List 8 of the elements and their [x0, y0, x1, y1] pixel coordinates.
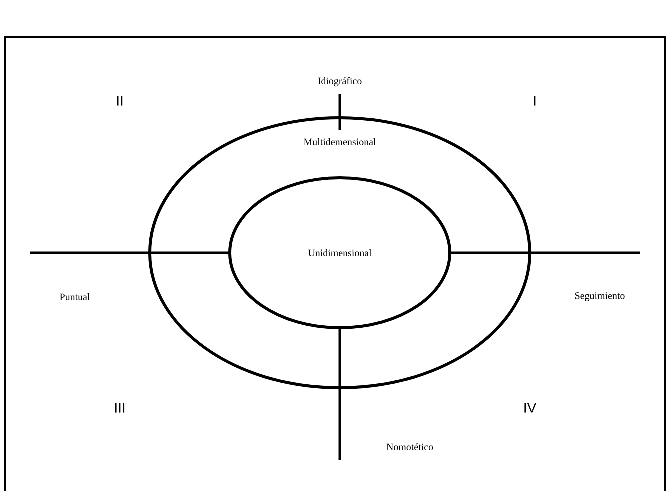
quadrant-numeral: II: [117, 96, 123, 106]
quadrant-numeral: IV: [524, 403, 537, 413]
quadrant-numeral: I: [534, 96, 536, 106]
axis-label: Idiográfico: [318, 77, 362, 87]
axis-label: Nomotético: [386, 443, 434, 450]
axis-label: Seguimiento: [576, 292, 625, 302]
axis-label: Puntual: [60, 293, 90, 300]
quadrant-numeral: III: [115, 403, 125, 413]
